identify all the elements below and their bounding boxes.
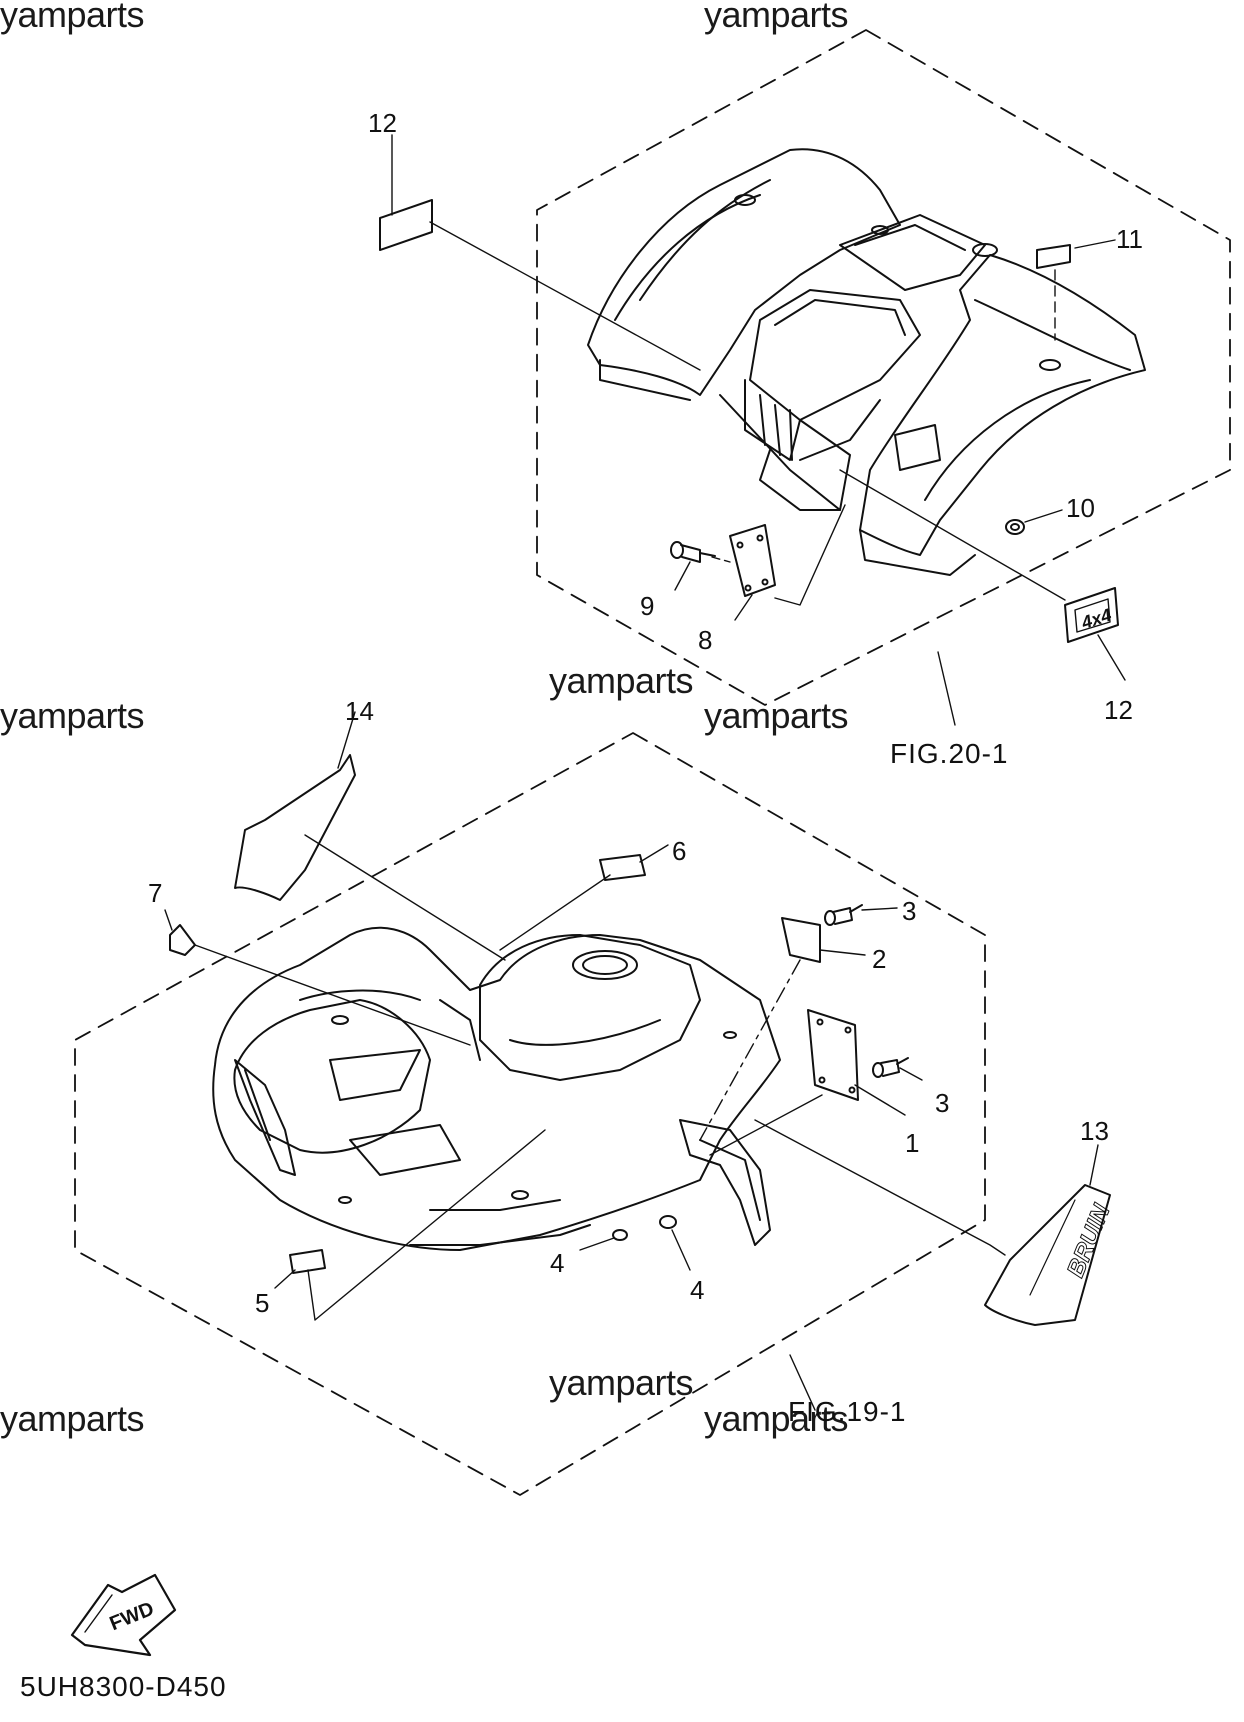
rear-fender-group-boundary [536,29,1231,706]
diagram-code: 5UH8300-D450 [20,1671,227,1702]
part-label-13: 13 [1080,1116,1109,1146]
leader-9-to-plate [711,556,731,563]
leader-5 [274,1269,296,1289]
front-fender-drawing [212,926,781,1251]
grommet-4-right [659,1215,677,1229]
grommet-10 [1005,519,1025,535]
leader-14 [337,711,356,769]
part-label-12: 12 [1104,695,1133,725]
leader-12a-to-fender [429,221,701,371]
leader-2 [819,949,866,956]
watermark: yamparts [0,695,145,736]
leader-13 [1089,1144,1099,1186]
leader-8-to-fender [774,504,846,606]
part-label-4: 4 [550,1248,565,1278]
decal-14 [234,754,356,901]
leader-12b-to-fender [839,469,1066,601]
decal-4x4 [1064,587,1119,643]
fwd-text: FWD [107,1598,157,1635]
part-label-10: 10 [1066,493,1095,523]
rivet-3-lower [872,1057,909,1078]
plate-1 [807,1009,859,1101]
watermark: yamparts [549,660,694,701]
decal-5 [289,1249,326,1274]
rivet-3-upper [824,904,863,926]
leader-fig-19-1 [789,1354,816,1411]
leader-6-to-fender [499,874,611,951]
rivet-9 [670,541,716,563]
leader-10 [1024,509,1063,523]
leader-12b [1097,634,1126,681]
figure-ref-19-1: FIG.19-1 [788,1396,907,1427]
leader-9 [674,561,691,591]
grommet-4-left [612,1229,628,1241]
part-label-8: 8 [698,625,713,655]
leader-6 [639,844,669,863]
rear-fender-drawing [587,148,1146,576]
leader-8 [734,594,753,621]
watermark: yamparts [0,0,145,35]
leader-1 [854,1084,906,1116]
part-7 [169,924,196,956]
leader-3a [861,907,898,911]
leader-5-to-fender [307,1129,546,1321]
decal-bruin [984,1184,1111,1326]
part-label-7: 7 [148,878,163,908]
part-label-3: 3 [935,1088,950,1118]
watermark: yamparts [704,0,849,35]
fwd-arrow-icon [70,1573,177,1657]
leader-7 [164,909,173,931]
figure-ref-20-1: FIG.20-1 [890,738,1009,769]
leader-1-to-fender [709,1094,823,1156]
watermark: yamparts [704,1398,849,1439]
part-label-5: 5 [255,1288,270,1318]
part-label-6: 6 [672,836,687,866]
part-label-3: 3 [902,896,917,926]
leader-7-to-fender [194,944,471,1046]
part-label-9: 9 [640,591,655,621]
leader-4a [579,1237,615,1251]
watermark: yamparts [549,1362,694,1403]
part-label-11: 11 [1116,224,1143,254]
decal-6 [599,854,646,881]
decal-11 [1036,244,1071,269]
part-label-2: 2 [872,944,887,974]
decal-12-upper [379,199,433,251]
leader-2-to-fender [699,959,801,1141]
front-fender-group-boundary [74,732,986,1496]
watermark: yamparts [704,695,849,736]
leader-13-to-fender [754,1119,1006,1256]
leader-11 [1074,239,1116,249]
watermark: yamparts [0,1398,145,1439]
plate-2 [781,917,821,963]
part-label-1: 1 [905,1128,920,1158]
leader-14-to-fender [304,834,506,961]
decal-bruin-text: BRUIN [1062,1200,1116,1281]
plate-8 [729,524,776,597]
leader-3b [899,1067,923,1081]
part-label-14: 14 [345,696,374,726]
part-label-4: 4 [690,1275,705,1305]
leader-fig-20-1 [937,651,956,726]
part-label-12: 12 [368,108,397,138]
leader-4b [671,1229,691,1271]
